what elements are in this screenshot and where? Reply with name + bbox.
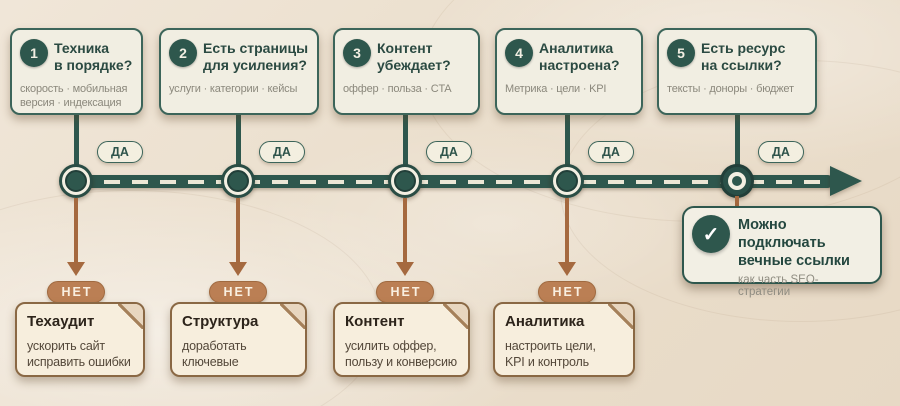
connector-card-to-timeline-1 [74, 112, 79, 168]
question-title: Есть страницы для усиления? [203, 40, 309, 74]
folded-corner-icon [608, 304, 633, 329]
folded-corner-icon [443, 304, 468, 329]
step-number-badge: 5 [667, 39, 695, 67]
question-card-4: 4 Аналитика настроена? Метрика · цели · … [495, 28, 643, 115]
fix-text: ускорить сайт исправить ошибки [27, 339, 131, 370]
connector-card-to-timeline-2 [236, 112, 241, 168]
no-badge-3: НЕТ [376, 281, 434, 303]
question-card-3: 3 Контент убеждает? оффер · польза · CTA [333, 28, 480, 115]
yes-badge-4: ДА [588, 141, 634, 163]
fix-card-3: Контент усилить оффер, пользу и конверси… [333, 302, 470, 377]
fix-card-4: Аналитика настроить цели, KPI и контроль [493, 302, 635, 377]
folded-corner-icon [280, 304, 305, 329]
fix-title: Структура [182, 313, 259, 330]
no-badge-1: НЕТ [47, 281, 105, 303]
timeline-node-1 [59, 164, 93, 198]
connector-card-to-timeline-5 [735, 112, 740, 168]
fix-card-2: Структура доработать ключевые страницы [170, 302, 307, 377]
step-number-badge: 4 [505, 39, 533, 67]
no-arrow-line-2 [236, 198, 240, 262]
step-number-badge: 3 [343, 39, 371, 67]
no-badge-4: НЕТ [538, 281, 596, 303]
timeline-node-3 [388, 164, 422, 198]
timeline-node-2 [221, 164, 255, 198]
fix-card-1: Техаудит ускорить сайт исправить ошибки [15, 302, 145, 377]
yes-badge-3: ДА [426, 141, 472, 163]
checkmark-icon: ✓ [692, 215, 730, 253]
question-hints: Метрика · цели · KPI [505, 83, 607, 96]
yes-badge-1: ДА [97, 141, 143, 163]
step-number-badge: 1 [20, 39, 48, 67]
fix-text: доработать ключевые страницы [182, 339, 247, 375]
connector-card-to-timeline-4 [565, 112, 570, 168]
no-arrow-line-1 [74, 198, 78, 262]
connector-node-to-result [735, 196, 739, 208]
yes-badge-2: ДА [259, 141, 305, 163]
no-arrow-line-4 [565, 198, 569, 262]
question-title: Контент убеждает? [377, 40, 451, 74]
fix-title: Техаудит [27, 313, 95, 330]
fix-text: усилить оффер, пользу и конверсию [345, 339, 457, 370]
question-card-1: 1 Техника в порядке? скорость · мобильна… [10, 28, 143, 115]
result-title: Можно подключать вечные ссылки [738, 217, 850, 270]
question-hints: оффер · польза · CTA [343, 83, 452, 96]
fix-title: Аналитика [505, 313, 585, 330]
arrow-down-icon-2 [229, 262, 247, 276]
fix-text: настроить цели, KPI и контроль [505, 339, 596, 370]
question-card-5: 5 Есть ресурс на ссылки? тексты · доноры… [657, 28, 817, 115]
no-badge-2: НЕТ [209, 281, 267, 303]
question-hints: тексты · доноры · бюджет [667, 83, 794, 96]
result-subtitle: как часть SEO-стратегии [738, 274, 819, 299]
timeline-node-5 [720, 164, 754, 198]
connector-card-to-timeline-3 [403, 112, 408, 168]
fix-title: Контент [345, 313, 405, 330]
arrow-down-icon-1 [67, 262, 85, 276]
question-title: Техника в порядке? [54, 40, 133, 74]
no-arrow-line-3 [403, 198, 407, 262]
arrow-down-icon-4 [558, 262, 576, 276]
question-hints: скорость · мобильная версия · индексация [20, 83, 128, 110]
arrow-down-icon-3 [396, 262, 414, 276]
timeline-bar [62, 175, 834, 188]
question-hints: услуги · категории · кейсы [169, 83, 298, 96]
yes-badge-5: ДА [758, 141, 804, 163]
step-number-badge: 2 [169, 39, 197, 67]
timeline-node-4 [550, 164, 584, 198]
result-card: ✓ Можно подключать вечные ссылки как час… [682, 206, 882, 298]
question-card-2: 2 Есть страницы для усиления? услуги · к… [159, 28, 319, 115]
timeline-arrowhead-icon [830, 166, 862, 196]
question-title: Есть ресурс на ссылки? [701, 40, 786, 74]
question-title: Аналитика настроена? [539, 40, 620, 74]
folded-corner-icon [118, 304, 143, 329]
